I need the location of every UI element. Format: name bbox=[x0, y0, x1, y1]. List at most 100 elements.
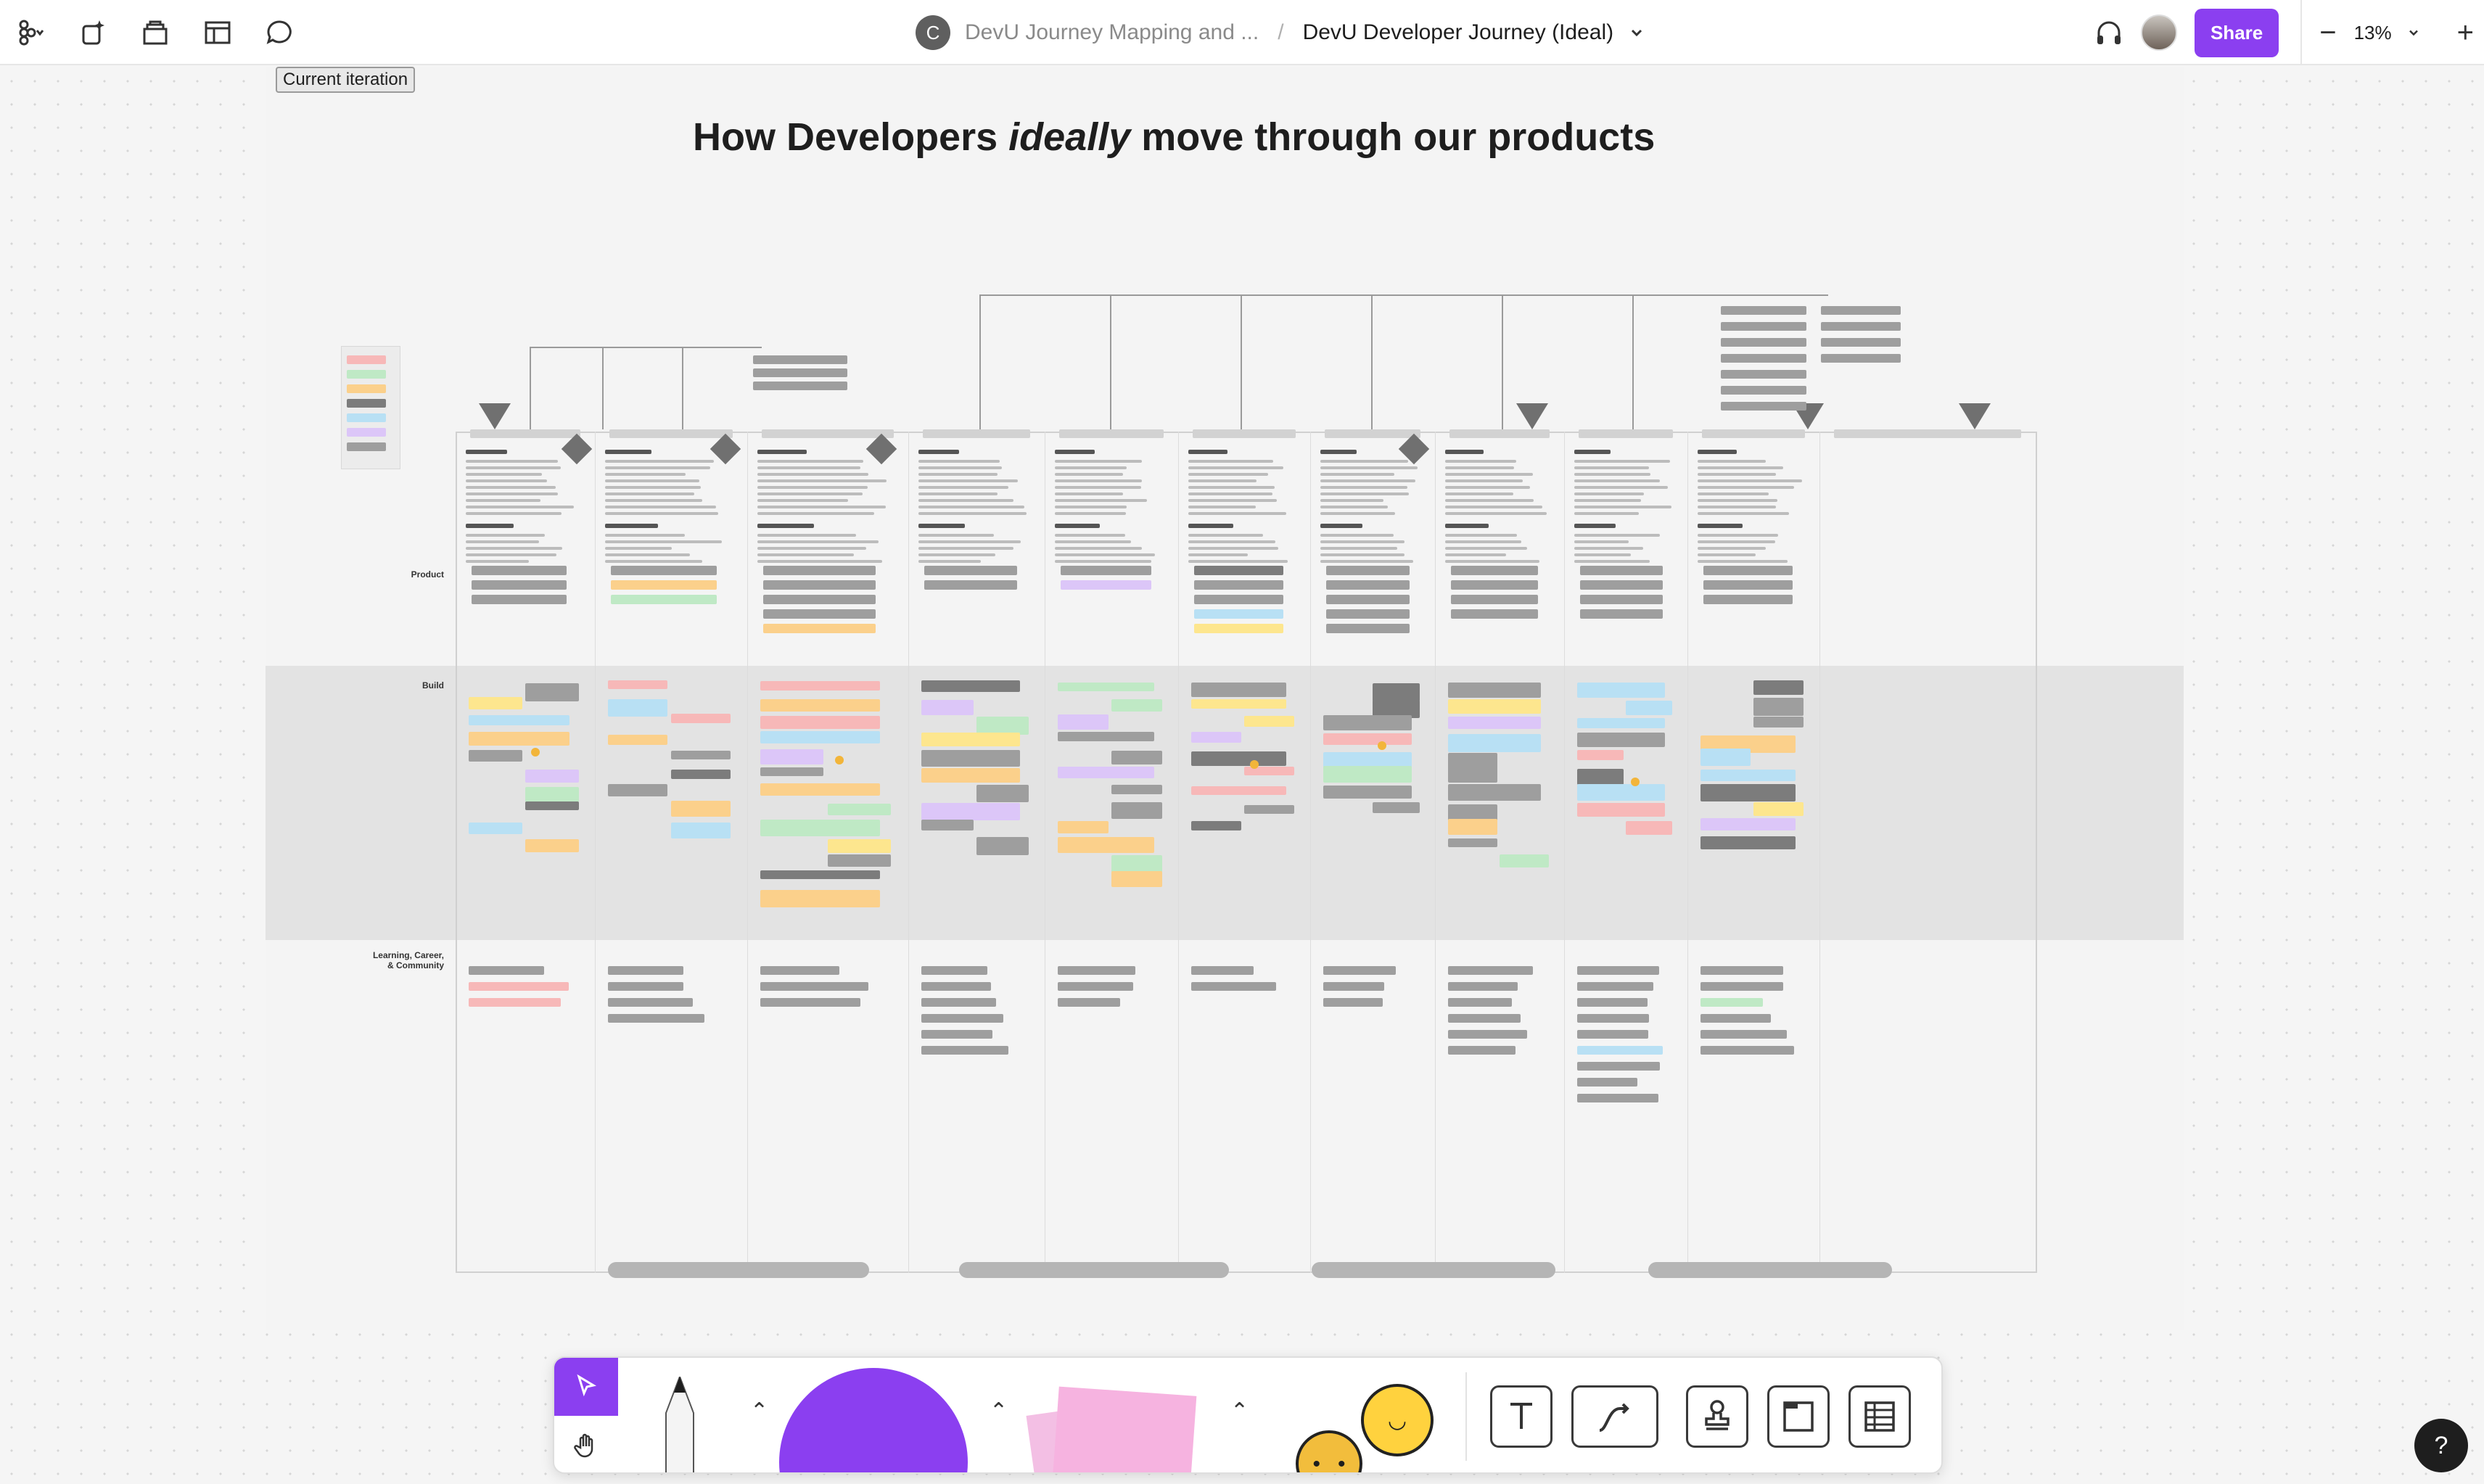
struggle-heading[interactable] bbox=[1698, 524, 1743, 528]
struggle-text[interactable] bbox=[1574, 540, 1629, 543]
connector-line[interactable] bbox=[602, 347, 604, 429]
struggle-text[interactable] bbox=[1055, 547, 1142, 550]
sticky-note[interactable] bbox=[469, 732, 570, 746]
situation-text[interactable] bbox=[1055, 512, 1127, 515]
sticky-note[interactable] bbox=[1191, 682, 1286, 697]
reaction-emoji[interactable] bbox=[1378, 741, 1387, 750]
struggle-text[interactable] bbox=[466, 560, 530, 563]
struggle-text[interactable] bbox=[918, 547, 1014, 550]
sticky-note[interactable] bbox=[1058, 714, 1109, 730]
struggle-text[interactable] bbox=[466, 547, 563, 550]
sticky-note[interactable] bbox=[1323, 752, 1412, 768]
situation-text[interactable] bbox=[1698, 506, 1777, 508]
section-label[interactable]: Current iteration bbox=[276, 67, 416, 93]
stage-header[interactable] bbox=[1193, 429, 1296, 438]
stage-marker[interactable] bbox=[1959, 403, 1991, 429]
sticky-note[interactable] bbox=[1323, 733, 1412, 746]
legend-swatch[interactable] bbox=[347, 442, 386, 451]
sticky-note[interactable] bbox=[1500, 854, 1549, 867]
sticky-note[interactable] bbox=[1326, 566, 1410, 575]
reaction-emoji[interactable] bbox=[834, 756, 844, 765]
situation-text[interactable] bbox=[757, 492, 863, 495]
sticky-note[interactable] bbox=[472, 566, 567, 575]
phase-pill[interactable] bbox=[1312, 1262, 1555, 1278]
sticky-note[interactable] bbox=[1448, 1046, 1516, 1055]
situation-text[interactable] bbox=[1445, 499, 1534, 502]
situation-text[interactable] bbox=[1574, 473, 1651, 476]
shape-tool[interactable] bbox=[779, 1368, 968, 1472]
main-menu-button[interactable] bbox=[10, 12, 51, 53]
sticky-note[interactable] bbox=[1326, 595, 1410, 604]
situation-text[interactable] bbox=[1574, 486, 1668, 489]
situation-text[interactable] bbox=[466, 479, 548, 482]
struggle-text[interactable] bbox=[757, 553, 854, 556]
situation-text[interactable] bbox=[1188, 499, 1278, 502]
struggle-text[interactable] bbox=[1188, 553, 1249, 556]
situation-text[interactable] bbox=[1698, 492, 1769, 495]
situation-text[interactable] bbox=[1188, 492, 1273, 495]
sticky-note[interactable] bbox=[1323, 715, 1412, 731]
sticky-note[interactable] bbox=[1577, 717, 1665, 728]
sticky-note[interactable] bbox=[1700, 836, 1796, 849]
sticky-note[interactable] bbox=[1577, 1094, 1658, 1102]
situation-text[interactable] bbox=[1320, 492, 1409, 495]
sticky-note[interactable] bbox=[1451, 566, 1538, 575]
sticky-note[interactable] bbox=[1451, 609, 1538, 619]
sticky-note[interactable] bbox=[608, 783, 667, 796]
sticky-note[interactable] bbox=[760, 716, 880, 729]
situation-text[interactable] bbox=[1574, 492, 1644, 495]
legend-swatch[interactable] bbox=[347, 413, 386, 422]
situation-text[interactable] bbox=[605, 479, 699, 482]
situation-text[interactable] bbox=[1320, 473, 1394, 476]
situation-text[interactable] bbox=[466, 473, 543, 476]
situation-text[interactable] bbox=[1445, 473, 1533, 476]
sticky-note[interactable] bbox=[760, 998, 860, 1007]
sticky-note[interactable] bbox=[763, 566, 876, 575]
sticky-note[interactable] bbox=[1194, 595, 1284, 604]
library-button[interactable] bbox=[135, 12, 176, 53]
sticky-note[interactable] bbox=[976, 717, 1029, 735]
sticky-note[interactable] bbox=[1700, 818, 1796, 831]
stage-header[interactable] bbox=[1325, 429, 1420, 438]
struggle-text[interactable] bbox=[1188, 547, 1279, 550]
situation-text[interactable] bbox=[757, 460, 864, 463]
situation-text[interactable] bbox=[1698, 460, 1766, 463]
situation-text[interactable] bbox=[1320, 512, 1395, 515]
situation-text[interactable] bbox=[1055, 473, 1123, 476]
struggle-text[interactable] bbox=[1188, 540, 1276, 543]
situation-text[interactable] bbox=[1188, 512, 1286, 515]
sticky-note[interactable] bbox=[1244, 766, 1295, 775]
situation-text[interactable] bbox=[1698, 486, 1795, 489]
struggle-heading[interactable] bbox=[1320, 524, 1362, 528]
sticky-note[interactable] bbox=[1721, 306, 1806, 315]
situation-text[interactable] bbox=[757, 479, 887, 482]
chevron-down-icon[interactable] bbox=[2406, 25, 2421, 40]
struggle-text[interactable] bbox=[1320, 553, 1405, 556]
stage-divider[interactable] bbox=[908, 432, 909, 1273]
sticky-note[interactable] bbox=[472, 580, 567, 590]
sticky-note[interactable] bbox=[1703, 566, 1793, 575]
sticky-note[interactable] bbox=[1703, 595, 1793, 604]
sticky-note[interactable] bbox=[469, 998, 561, 1007]
sticky-note[interactable] bbox=[1753, 717, 1804, 728]
stage-header[interactable] bbox=[1834, 429, 2021, 438]
sticky-note[interactable] bbox=[671, 822, 731, 838]
situation-heading[interactable] bbox=[918, 450, 959, 454]
struggle-text[interactable] bbox=[466, 553, 557, 556]
situation-heading[interactable] bbox=[1320, 450, 1357, 454]
team-name-link[interactable]: DevU Journey Mapping and ... bbox=[965, 20, 1259, 44]
sticky-note[interactable] bbox=[525, 683, 579, 701]
sticky-note[interactable] bbox=[1061, 566, 1151, 575]
sticky-note[interactable] bbox=[1580, 609, 1663, 619]
sticky-note[interactable] bbox=[1821, 322, 1901, 331]
sticky-note[interactable] bbox=[1373, 801, 1420, 813]
situation-text[interactable] bbox=[1055, 479, 1143, 482]
struggle-heading[interactable] bbox=[1188, 524, 1233, 528]
struggle-text[interactable] bbox=[918, 540, 1021, 543]
sticky-note[interactable] bbox=[1373, 683, 1420, 701]
situation-text[interactable] bbox=[466, 460, 558, 463]
sticky-note[interactable] bbox=[921, 750, 1020, 767]
sticky-note[interactable] bbox=[525, 839, 579, 853]
layout-button[interactable] bbox=[197, 12, 238, 53]
sticker-face-icon[interactable]: •‿• bbox=[1296, 1430, 1362, 1472]
